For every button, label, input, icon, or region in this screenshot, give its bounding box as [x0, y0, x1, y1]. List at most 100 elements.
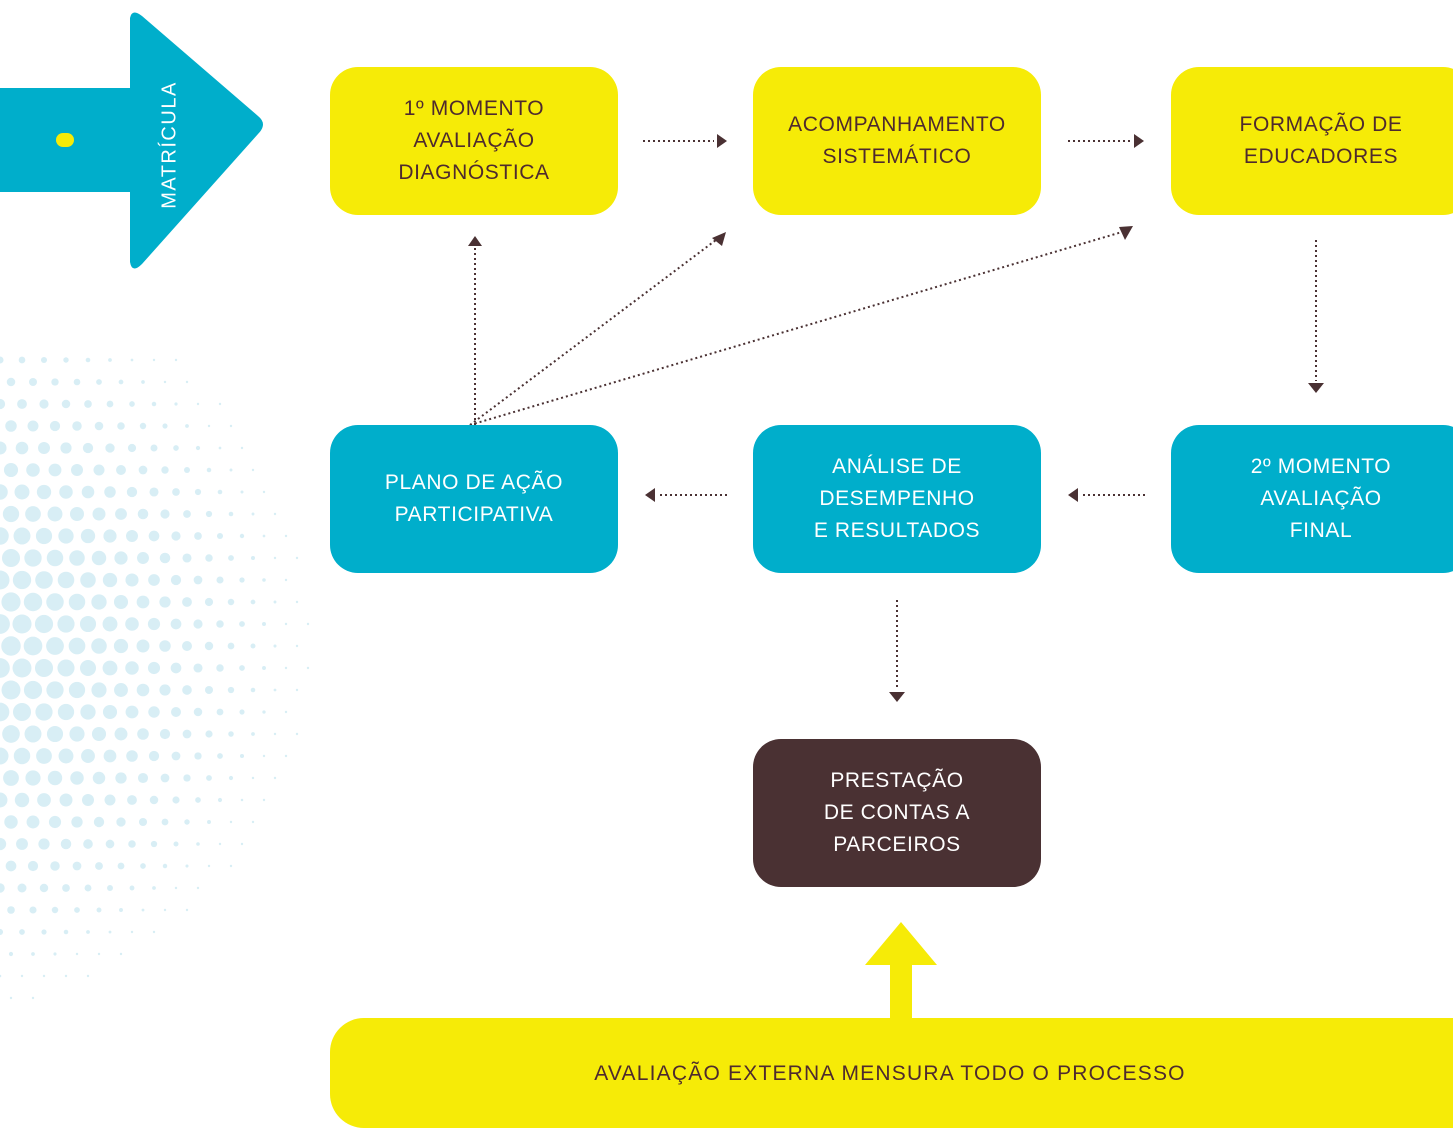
decor-dot [196, 842, 200, 846]
decor-dot [125, 573, 139, 587]
decor-dot [57, 571, 75, 589]
decor-dot [15, 441, 29, 455]
decor-dot [19, 929, 25, 935]
decor-dot [251, 468, 255, 472]
decor-dot [160, 773, 170, 783]
decor-dot [72, 421, 82, 431]
decor-dot [127, 443, 137, 453]
decor-dot [137, 552, 149, 564]
decor-dot [34, 614, 54, 634]
decor-dot [31, 996, 35, 1000]
decor-dot [1, 680, 21, 700]
decor-dot [159, 640, 171, 652]
decor-dot [162, 863, 168, 869]
decor-dot [130, 930, 134, 934]
decor-dot [68, 637, 86, 655]
decor-dot [151, 401, 157, 407]
decor-dot [251, 776, 255, 780]
decor-dot [46, 593, 64, 611]
decor-dot [96, 379, 102, 385]
decor-dot [29, 906, 37, 914]
decor-dot [205, 554, 213, 562]
decor-dot [57, 703, 75, 721]
decor-dot [126, 750, 138, 762]
decor-dot [5, 860, 17, 872]
decor-dot [147, 661, 161, 675]
decor-dot [102, 572, 118, 588]
decor-dot [35, 703, 53, 721]
decor-dot [218, 446, 222, 450]
decor-dot [262, 666, 266, 670]
decor-dot [6, 377, 16, 387]
decor-dot [152, 886, 156, 890]
decor-dot [0, 356, 4, 364]
decor-dot [116, 817, 126, 827]
decor-dot [229, 468, 233, 472]
decor-dot [262, 710, 266, 714]
decor-dot [116, 465, 126, 475]
decor-dot [74, 907, 80, 913]
decor-dot [23, 636, 43, 656]
decor-dot [119, 908, 123, 912]
decor-dot [40, 356, 48, 364]
decor-dot [34, 658, 54, 678]
decor-dot [39, 399, 49, 409]
decor-dot [250, 643, 256, 649]
step-plano-acao-participativa: PLANO DE AÇÃO PARTICIPATIVA [330, 425, 618, 573]
decor-dot [125, 617, 139, 631]
decor-dot [26, 463, 40, 477]
decor-dot [172, 488, 180, 496]
decor-dot [239, 621, 245, 627]
decor-dot [23, 592, 43, 612]
decor-dot [50, 861, 60, 871]
decor-dot [148, 530, 160, 542]
decor-dot [27, 860, 39, 872]
decor-dot [0, 441, 7, 455]
decor-dot [4, 815, 18, 829]
arrowhead-left-1 [1068, 488, 1078, 502]
step-momento2-avaliacao-final: 2º MOMENTO AVALIAÇÃO FINAL [1171, 425, 1453, 573]
decor-dot [174, 358, 178, 362]
decor-dot [193, 619, 203, 629]
decor-dot [240, 490, 244, 494]
decor-dot [0, 527, 9, 545]
decor-dot [13, 747, 31, 765]
decor-dot [273, 556, 277, 560]
decor-dot [3, 770, 19, 786]
decor-dot [102, 704, 118, 720]
decor-dot [38, 442, 50, 454]
decor-dot [251, 512, 255, 516]
arrowhead-diag-1 [712, 232, 726, 246]
decor-dot [163, 380, 167, 384]
decor-dot [12, 614, 32, 634]
decor-dot [273, 512, 277, 516]
decor-dot [63, 929, 69, 935]
decor-dot [2, 725, 20, 743]
decor-dot [306, 666, 310, 670]
decor-dot [117, 862, 125, 870]
decor-dot [207, 424, 211, 428]
decor-dot [95, 862, 103, 870]
decor-dot [149, 487, 159, 497]
decor-dot [3, 462, 19, 478]
decor-dot [284, 666, 288, 670]
external-evaluation-arrow [865, 922, 937, 1020]
decor-dot [295, 600, 299, 604]
decor-dot [262, 622, 266, 626]
decor-dot [284, 754, 288, 758]
decor-dot [185, 424, 189, 428]
decor-dot [162, 423, 168, 429]
decor-dot [184, 819, 190, 825]
decor-dot [273, 644, 277, 648]
decor-dot [262, 490, 266, 494]
decor-dot [159, 596, 171, 608]
decor-dot [84, 884, 92, 892]
decor-dot [91, 726, 107, 742]
decor-dot [0, 928, 4, 936]
decor-dot [170, 618, 182, 630]
decor-dot [23, 680, 43, 700]
decor-dot [262, 754, 266, 758]
decor-dot [2, 505, 20, 523]
decor-dot [126, 486, 138, 498]
decor-dot [81, 485, 95, 499]
